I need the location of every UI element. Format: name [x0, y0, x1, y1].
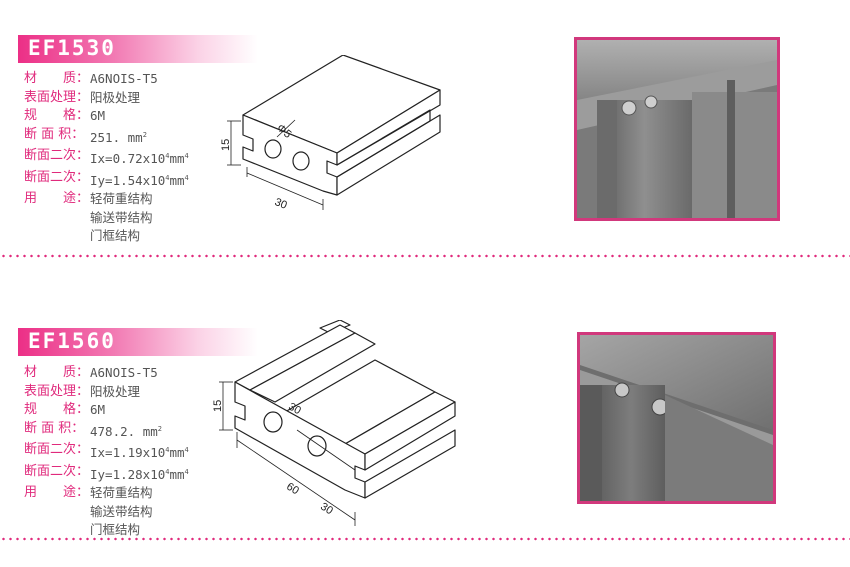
spec-material: 材 质： A6NOIS-T5	[24, 364, 189, 383]
product-section-ef1560: EF1560 材 质： A6NOIS-T5 表面处理： 阳极处理 规 格： 6M…	[0, 300, 850, 560]
divider	[0, 537, 850, 541]
spec-label: 规 格：	[24, 402, 90, 417]
spec-label: 规 格：	[24, 108, 90, 123]
spec-value: 输送带结构	[90, 503, 153, 519]
spec-label: 断面二次：	[24, 442, 90, 458]
spec-list: 材 质： A6NOIS-T5 表面处理： 阳极处理 规 格： 6M 断 面 积：…	[24, 364, 189, 540]
spec-value: 阳极处理	[90, 89, 141, 105]
dim-width-total: 60	[284, 481, 301, 498]
spec-area: 断 面 积： 251. mm2	[24, 126, 189, 148]
spec-value: Ix=1.19x104mm4	[90, 445, 189, 461]
spec-surface: 表面处理： 阳极处理	[24, 383, 189, 402]
spec-list: 材 质： A6NOIS-T5 表面处理： 阳极处理 规 格： 6M 断 面 积：…	[24, 70, 189, 246]
spec-value: Iy=1.28x104mm4	[90, 466, 189, 482]
spec-value: A6NOIS-T5	[90, 365, 158, 380]
product-title-bar: EF1530	[18, 35, 258, 63]
spec-label: 断面二次：	[24, 148, 90, 164]
spec-label: 断面二次：	[24, 169, 90, 185]
spec-value: Ix=0.72x104mm4	[90, 151, 189, 167]
spec-label: 材 质：	[24, 365, 90, 380]
product-section-ef1530: EF1530 材 质： A6NOIS-T5 表面处理： 阳极处理 规 格： 6M…	[0, 0, 850, 260]
spec-value: 251. mm2	[90, 129, 147, 145]
spec-value: Iy=1.54x104mm4	[90, 172, 189, 188]
spec-label: 用 途：	[24, 485, 90, 501]
spec-use: 用 途： 轻荷重结构	[24, 190, 189, 209]
product-title-bar: EF1560	[18, 328, 258, 356]
spec-label: 表面处理：	[24, 89, 90, 105]
spec-value: 阳极处理	[90, 383, 141, 399]
spec-label: 材 质：	[24, 71, 90, 86]
product-photo-image	[577, 40, 777, 218]
spec-use-cont: 输送带结构	[24, 209, 189, 228]
spec-value: A6NOIS-T5	[90, 71, 158, 86]
spec-material: 材 质： A6NOIS-T5	[24, 70, 189, 89]
spec-use: 用 途： 轻荷重结构	[24, 484, 189, 503]
spec-value: 6M	[90, 108, 106, 123]
spec-ix: 断面二次： Ix=0.72x104mm4	[24, 147, 189, 169]
spec-label: 断 面 积：	[24, 126, 85, 142]
spec-area: 断 面 积： 478.2. mm2	[24, 420, 189, 442]
divider	[0, 254, 850, 258]
spec-use-cont: 输送带结构	[24, 503, 189, 522]
product-code: EF1560	[28, 329, 116, 353]
spec-iy: 断面二次： Iy=1.54x104mm4	[24, 169, 189, 191]
spec-value: 门框结构	[90, 522, 141, 538]
profile-drawing: 15 30 Φ5	[220, 55, 441, 212]
dim-height: 15	[212, 400, 224, 412]
product-photo-image	[580, 335, 773, 501]
spec-use-cont: 门框结构	[24, 227, 189, 246]
spec-ix: 断面二次： Ix=1.19x104mm4	[24, 441, 189, 463]
dim-height: 15	[220, 139, 232, 151]
spec-value: 输送带结构	[90, 209, 153, 225]
dim-width-b: 30	[318, 501, 335, 518]
profile-drawing: 15 30 60 30	[212, 320, 456, 526]
spec-label: 用 途：	[24, 191, 90, 207]
spec-size: 规 格： 6M	[24, 401, 189, 420]
dim-width: 30	[273, 196, 289, 212]
spec-surface: 表面处理： 阳极处理	[24, 89, 189, 108]
spec-size: 规 格： 6M	[24, 107, 189, 126]
spec-value: 门框结构	[90, 228, 141, 244]
spec-label: 断 面 积：	[24, 420, 85, 436]
spec-label: 断面二次：	[24, 463, 90, 479]
spec-use-cont: 门框结构	[24, 521, 189, 540]
spec-value: 478.2. mm2	[90, 423, 162, 439]
spec-value: 轻荷重结构	[90, 485, 153, 501]
product-photo	[577, 332, 776, 504]
spec-iy: 断面二次： Iy=1.28x104mm4	[24, 463, 189, 485]
spec-value: 6M	[90, 402, 106, 417]
spec-label: 表面处理：	[24, 383, 90, 399]
dim-width-a: 30	[286, 401, 303, 418]
spec-value: 轻荷重结构	[90, 191, 153, 207]
product-code: EF1530	[28, 36, 116, 60]
product-photo	[574, 37, 780, 221]
